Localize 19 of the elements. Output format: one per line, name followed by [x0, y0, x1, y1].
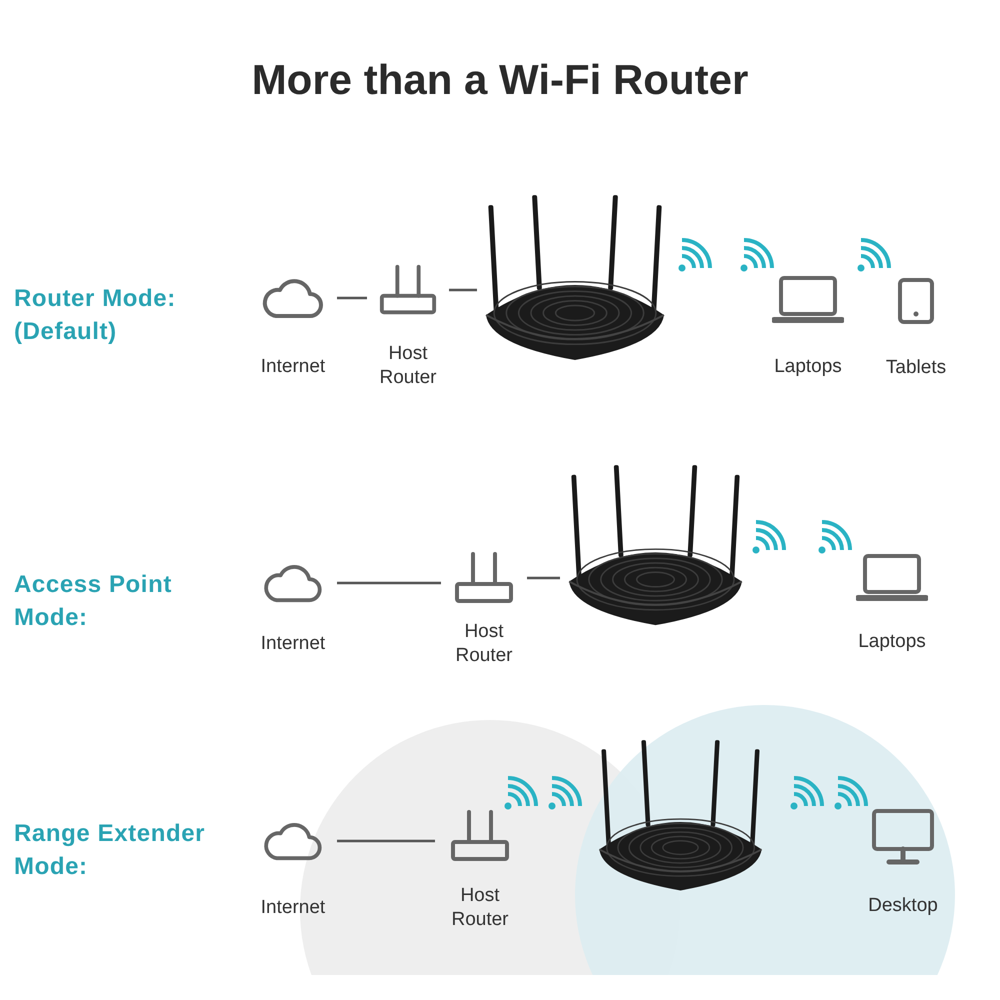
- device-label: Desktop: [867, 894, 939, 918]
- mode-label: Router Mode: (Default): [14, 284, 177, 347]
- connector-line: [337, 582, 441, 584]
- mode-label: Range Extender Mode:: [14, 819, 206, 882]
- connector-line: [527, 576, 560, 580]
- mode-label: Access Point Mode:: [14, 570, 173, 633]
- device-label: Laptops: [857, 630, 927, 654]
- device-label: Internet: [260, 632, 326, 656]
- title: More than a Wi-Fi Router: [250, 55, 750, 105]
- device-label: Internet: [260, 355, 326, 379]
- device-label: Host Router: [450, 884, 510, 932]
- device-label: Internet: [260, 896, 326, 920]
- device-label: Host Router: [378, 342, 438, 390]
- connector-line: [337, 296, 367, 300]
- device-label: Tablets: [884, 356, 948, 380]
- connector-line: [337, 840, 435, 842]
- connector-line: [449, 288, 477, 292]
- device-label: Laptops: [773, 355, 843, 379]
- device-label: Host Router: [454, 620, 514, 668]
